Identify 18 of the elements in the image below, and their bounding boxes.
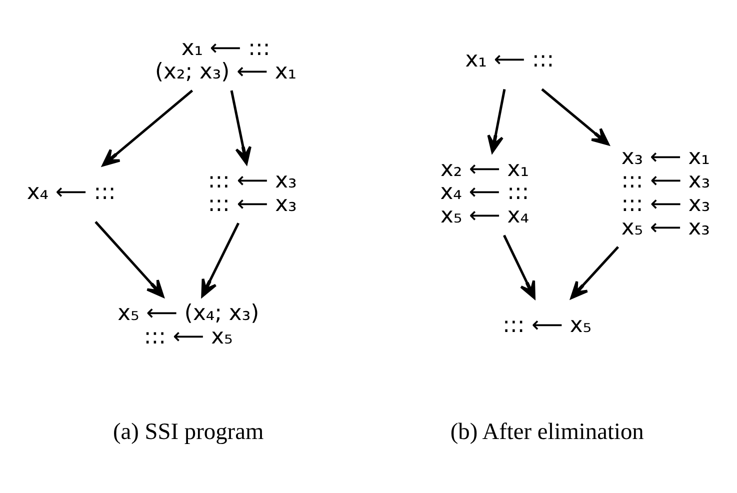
arrow: [230, 90, 252, 165]
node-text: x₃ ⟵ x₁ ::: ⟵ x₃ ::: ⟵ x₃ x₅ ⟵ x₃: [621, 145, 710, 240]
node-text: ::: ⟵ x₅: [502, 312, 592, 338]
arrow: [570, 246, 620, 300]
arrow: [487, 89, 506, 154]
node-text: x₅ ⟵ (x₄; x₃) ::: ⟵ x₅: [118, 301, 260, 350]
arrow: [94, 221, 164, 298]
arrow: [201, 222, 240, 298]
arrow: [503, 234, 536, 300]
label: (a) SSI program: [113, 419, 264, 446]
arrow: [541, 88, 610, 146]
node-text: x₁ ⟵ ::: (x₂; x₃) ⟵ x₁: [155, 36, 297, 84]
node-text: x₂ ⟵ x₁ x₄ ⟵ ::: x₅ ⟵ x₄: [440, 156, 530, 229]
node-text: x₁ ⟵ :::: [465, 48, 554, 73]
node-text: ::: ⟵ x₃ ::: ⟵ x₃: [208, 168, 297, 217]
arrow: [102, 90, 194, 166]
label: (b) After elimination: [450, 419, 644, 446]
node-text: x₄ ⟵ :::: [26, 180, 116, 206]
